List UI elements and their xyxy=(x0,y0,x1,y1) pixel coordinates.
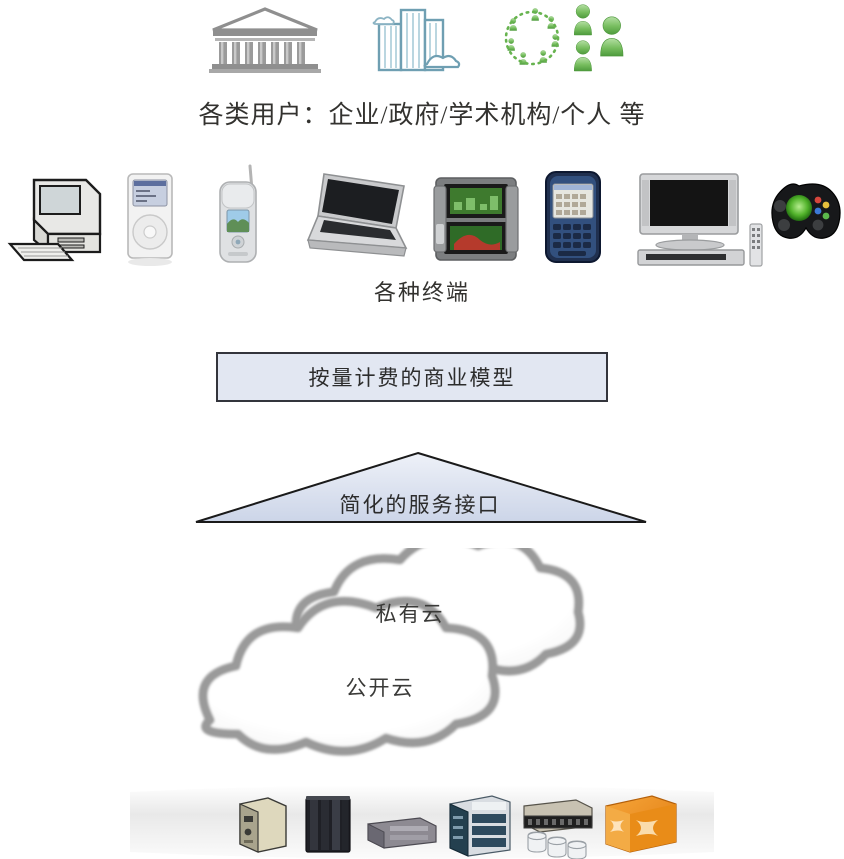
business-model-box: 按量计费的商业模型 xyxy=(216,352,608,402)
terminal-devices-row xyxy=(0,160,844,270)
handheld-game-console-icon xyxy=(433,177,519,261)
infrastructure-strip xyxy=(130,786,714,859)
blackberry-phone-icon xyxy=(545,171,601,263)
network-switch-icon xyxy=(605,795,677,853)
tv-dvd-icon xyxy=(637,173,763,267)
flip-phone-icon xyxy=(219,164,257,263)
office-buildings-icon xyxy=(372,8,461,72)
tower-server-icon xyxy=(239,797,287,853)
user-icons-row xyxy=(0,0,844,88)
desktop-computer-icon xyxy=(7,178,102,262)
private-cloud-label: 私有云 xyxy=(375,602,445,626)
users-caption: 各类用户：企业/政府/学术机构/个人 等 xyxy=(198,102,646,129)
people-network-icon xyxy=(504,4,624,72)
game-controller-icon xyxy=(771,183,841,239)
database-rack-icon xyxy=(523,799,593,859)
terminals-caption: 各种终端 xyxy=(373,280,470,305)
service-interface-label: 简化的服务接口 xyxy=(339,493,501,517)
storage-unit-icon xyxy=(367,817,437,849)
cloud-group xyxy=(198,548,585,756)
blade-chassis-icon xyxy=(449,795,511,857)
public-cloud-shape xyxy=(198,596,500,756)
service-interface-triangle xyxy=(195,451,647,523)
server-rack-icon xyxy=(305,796,351,853)
laptop-icon xyxy=(306,173,408,257)
media-player-icon xyxy=(127,173,173,266)
public-cloud-label: 公开云 xyxy=(345,676,415,700)
government-building-icon xyxy=(209,7,321,73)
